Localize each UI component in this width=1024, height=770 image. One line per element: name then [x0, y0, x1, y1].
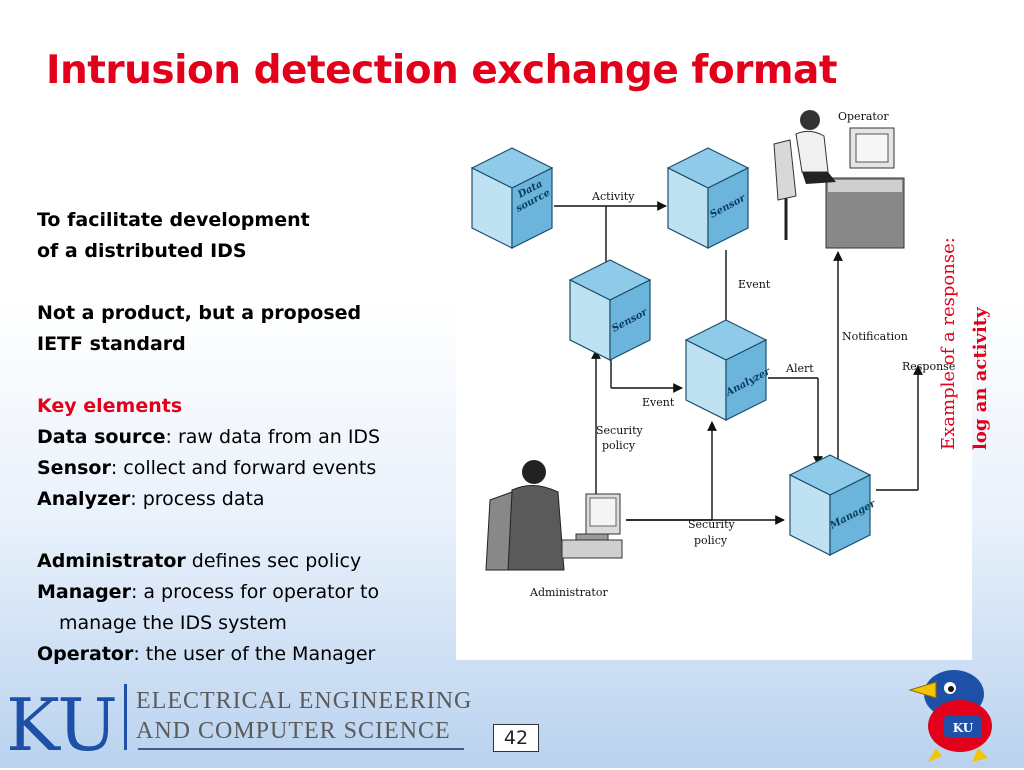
side-note-line1: Example of a response: — [938, 237, 959, 450]
term: Data source — [37, 426, 166, 448]
definition: : process data — [130, 488, 265, 510]
side-note: Example of a response: log an activity — [934, 212, 996, 452]
edge-label-notification: Notification — [842, 330, 908, 343]
def-administrator: Administrator defines sec policy — [37, 546, 457, 577]
dept-line-1: ELECTRICAL ENGINEERING — [136, 688, 472, 714]
mascot-badge: KU — [953, 721, 974, 735]
edge-label-security-policy: policy — [694, 534, 728, 547]
def-sensor: Sensor: collect and forward events — [37, 453, 457, 484]
jayhawk-mascot: KU — [906, 664, 1004, 764]
edge-label-response: Response — [902, 360, 955, 373]
bullet-text: Not a product, but a proposed — [37, 302, 362, 324]
cube-data-source: Data source — [471, 147, 553, 249]
def-data-source: Data source: raw data from an IDS — [37, 422, 457, 453]
side-note-line2: log an activity — [970, 307, 991, 450]
edge-label-alert: Alert — [785, 362, 814, 375]
footer-rule — [138, 748, 464, 750]
operator-label: Operator — [838, 110, 889, 123]
term: Administrator — [37, 550, 186, 572]
edge-label-security-policy: Security — [688, 518, 735, 531]
def-manager-cont: manage the IDS system — [59, 612, 287, 634]
key-elements-heading: Key elements — [37, 395, 183, 417]
term: Analyzer — [37, 488, 131, 510]
idmef-diagram: Data source Sensor Sensor Analyzer Manag… — [456, 100, 972, 660]
slide-title: Intrusion detection exchange format — [46, 48, 837, 93]
ku-logo-letters: KU — [6, 683, 118, 766]
administrator-label: Administrator — [529, 586, 608, 599]
definition: : raw data from an IDS — [165, 426, 381, 448]
definition: : a process for operator to — [130, 581, 380, 603]
dept-line-2: AND COMPUTER SCIENCE — [136, 718, 451, 744]
ku-eecs-logo: KU ELECTRICAL ENGINEERING AND COMPUTER S… — [6, 676, 476, 767]
edge-label-security-policy: policy — [602, 439, 636, 452]
definition: : the user of the Manager — [133, 643, 376, 665]
term: Operator — [37, 643, 134, 665]
def-manager: Manager: a process for operator to — [37, 577, 457, 608]
def-operator: Operator: the user of the Manager — [37, 639, 457, 670]
operator-illustration — [773, 110, 905, 249]
edge-label-event: Event — [738, 278, 771, 291]
bullet-text: To facilitate development — [37, 209, 310, 231]
edge-label-security-policy: Security — [596, 424, 643, 437]
cube-analyzer: Analyzer — [685, 319, 773, 421]
def-analyzer: Analyzer: process data — [37, 484, 457, 515]
bullet-text: IETF standard — [37, 333, 186, 355]
administrator-illustration — [485, 460, 623, 571]
definition: : collect and forward events — [110, 457, 377, 479]
cube-manager: Manager — [789, 454, 878, 556]
cube-sensor-left: Sensor — [569, 259, 651, 361]
bullet-text: of a distributed IDS — [37, 240, 247, 262]
definition: defines sec policy — [185, 550, 362, 572]
cube-sensor-top: Sensor — [667, 147, 749, 249]
edge-label-event: Event — [642, 396, 675, 409]
term: Manager — [37, 581, 131, 603]
bullet-list: To facilitate development of a distribut… — [37, 205, 457, 670]
edge-label-activity: Activity — [591, 190, 635, 203]
term: Sensor — [37, 457, 111, 479]
page-number: 42 — [493, 724, 539, 752]
